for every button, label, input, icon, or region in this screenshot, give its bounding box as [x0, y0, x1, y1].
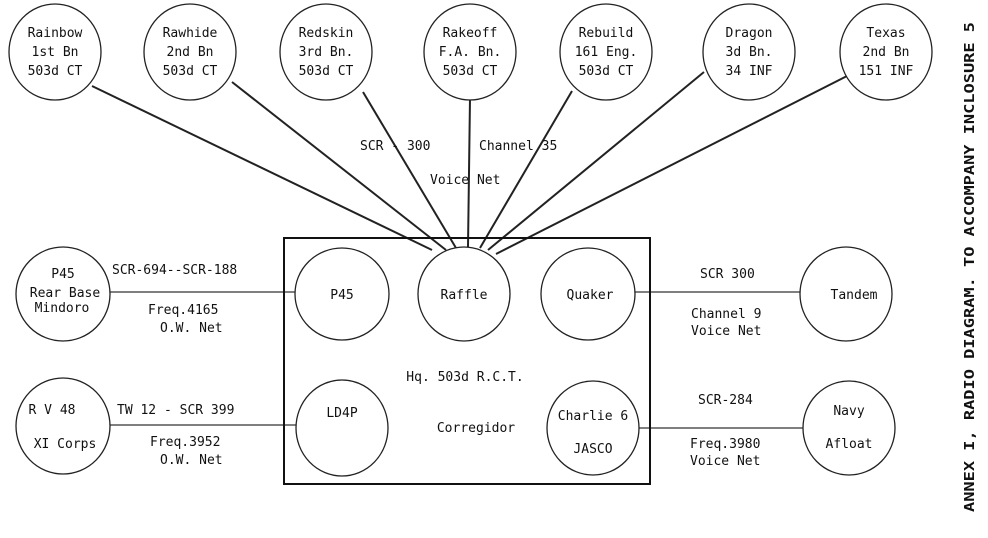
hq-quaker-label: Quaker [567, 288, 614, 303]
station-dragon: Dragon 3d Bn. 34 INF [702, 3, 796, 101]
station-texas: Texas 2nd Bn 151 INF [839, 3, 933, 101]
hq-raffle-label: Raffle [441, 288, 488, 303]
station-line: Tandem [831, 288, 878, 303]
station-circle [702, 3, 796, 101]
station-circle [279, 3, 373, 101]
station-line: 503d CT [299, 64, 354, 79]
hq-station-quaker: Quaker [540, 247, 636, 341]
station-rainbow: Rainbow 1st Bn 503d CT [8, 3, 102, 101]
station-line: 3rd Bn. [299, 45, 354, 60]
station-rv48: R V 48 XI Corps [15, 377, 111, 475]
link-dragon [487, 71, 705, 251]
station-line: Rawhide [163, 26, 218, 41]
station-line: P45 [51, 267, 74, 282]
station-line: 503d CT [28, 64, 83, 79]
hq-charlie-label: Charlie 6 [558, 409, 628, 424]
hq-station-p45: P45 [294, 247, 390, 341]
top-net-type: Voice Net [430, 173, 500, 188]
station-line: Dragon [726, 26, 773, 41]
station-tandem: Tandem [799, 246, 893, 342]
station-circle [143, 3, 237, 101]
station-line: Mindoro [35, 301, 90, 316]
top-net-channel: Channel 35 [479, 139, 557, 154]
left-link-2-net: O.W. Net [160, 453, 223, 468]
right-link-1-freq: Channel 9 [691, 307, 761, 322]
station-line: 2nd Bn [167, 45, 214, 60]
station-rawhide: Rawhide 2nd Bn 503d CT [143, 3, 237, 101]
left-link-2-freq: Freq.3952 [150, 435, 220, 450]
station-p45-rear-base: P45 Rear Base Mindoro [15, 246, 111, 342]
hq-box [283, 237, 651, 485]
hq-jasco-label: JASCO [573, 442, 612, 457]
hq-station-charlie: Charlie 6 JASCO [546, 380, 640, 476]
link-rainbow [91, 85, 433, 251]
link-rakeoff [467, 97, 471, 248]
annex-title: ANNEX I, RADIO DIAGRAM. TO ACCOMPANY INC… [963, 22, 978, 512]
hq-ld4p-label: LD4P [326, 406, 357, 421]
station-circle [839, 3, 933, 101]
station-redskin: Redskin 3rd Bn. 503d CT [279, 3, 373, 101]
hq-station-raffle: Raffle [417, 246, 511, 342]
station-line: 503d CT [163, 64, 218, 79]
station-line: 3d Bn. [726, 45, 773, 60]
right-link-2-net: Voice Net [690, 454, 760, 469]
station-line: Rebuild [579, 26, 634, 41]
station-line: 503d CT [443, 64, 498, 79]
station-circle [8, 3, 102, 101]
station-circle [423, 3, 517, 101]
hq-p45-label: P45 [330, 288, 353, 303]
link-rawhide [231, 81, 447, 251]
left-link-1-freq: Freq.4165 [148, 303, 218, 318]
station-line: XI Corps [34, 437, 97, 452]
station-line: Texas [866, 26, 905, 41]
link-rebuild [479, 90, 573, 249]
station-line: R V 48 [29, 403, 76, 418]
station-line: Navy [833, 404, 864, 419]
station-line: Afloat [826, 437, 873, 452]
station-line: Rakeoff [443, 26, 498, 41]
left-link-2-equipment: TW 12 - SCR 399 [117, 403, 234, 418]
station-line: F.A. Bn. [439, 45, 502, 60]
station-line: Rainbow [28, 26, 83, 41]
right-link-2-equipment: SCR-284 [698, 393, 753, 408]
station-line: 2nd Bn [863, 45, 910, 60]
station-line: Rear Base [30, 286, 101, 301]
station-navy: Navy Afloat [802, 380, 896, 476]
left-link-1-net: O.W. Net [160, 321, 223, 336]
station-rebuild: Rebuild 161 Eng. 503d CT [559, 3, 653, 101]
station-line: 503d CT [579, 64, 634, 79]
hq-station-ld4p: LD4P [295, 379, 389, 477]
right-link-2-freq: Freq.3980 [690, 437, 760, 452]
link-redskin [362, 91, 457, 249]
station-circle [559, 3, 653, 101]
station-line: Redskin [299, 26, 354, 41]
left-link-1-equipment: SCR-694--SCR-188 [112, 263, 237, 278]
right-link-1-equipment: SCR 300 [700, 267, 755, 282]
link-texas [495, 74, 850, 255]
top-net-equipment: SCR - 300 [360, 139, 430, 154]
station-line: 161 Eng. [575, 45, 638, 60]
station-line: 34 INF [726, 64, 773, 79]
top-stations: Rainbow 1st Bn 503d CT Rawhide 2nd Bn 503d C… [8, 3, 933, 101]
station-line: 1st Bn [32, 45, 79, 60]
hq-location: Corregidor [437, 421, 515, 436]
right-link-1-net: Voice Net [691, 324, 761, 339]
top-links [91, 71, 850, 255]
hq-label: Hq. 503d R.C.T. [406, 370, 523, 385]
station-line: 151 INF [859, 64, 914, 79]
